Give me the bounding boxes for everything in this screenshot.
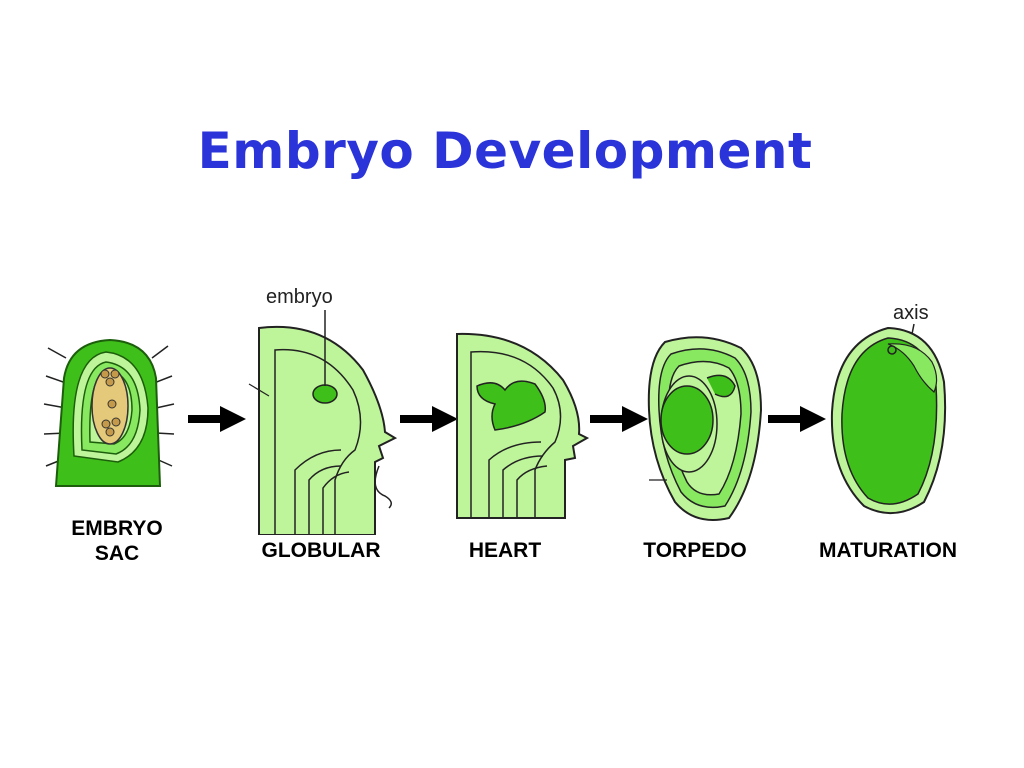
heart-illustration (455, 330, 590, 520)
arrow-icon (768, 404, 828, 438)
stage-label-torpedo: TORPEDO (643, 539, 747, 562)
torpedo-illustration (645, 330, 770, 525)
stage-label-maturation: MATURATION (818, 539, 958, 562)
embryo-sac-illustration (40, 338, 175, 488)
maturation-illustration (828, 322, 953, 522)
arrow-icon (400, 404, 460, 438)
stage-label-globular: GLOBULAR (261, 539, 381, 562)
arrow-icon (590, 404, 650, 438)
axis-callout-label: axis (893, 302, 929, 324)
embryo-callout-label: embryo (266, 286, 333, 308)
arrow-icon (188, 404, 248, 438)
stage-label-heart: HEART (468, 539, 542, 562)
stage-label-embryo-sac: EMBRYO SAC (71, 517, 163, 565)
page-title: Embryo Development (197, 122, 813, 180)
globular-illustration (245, 310, 405, 535)
